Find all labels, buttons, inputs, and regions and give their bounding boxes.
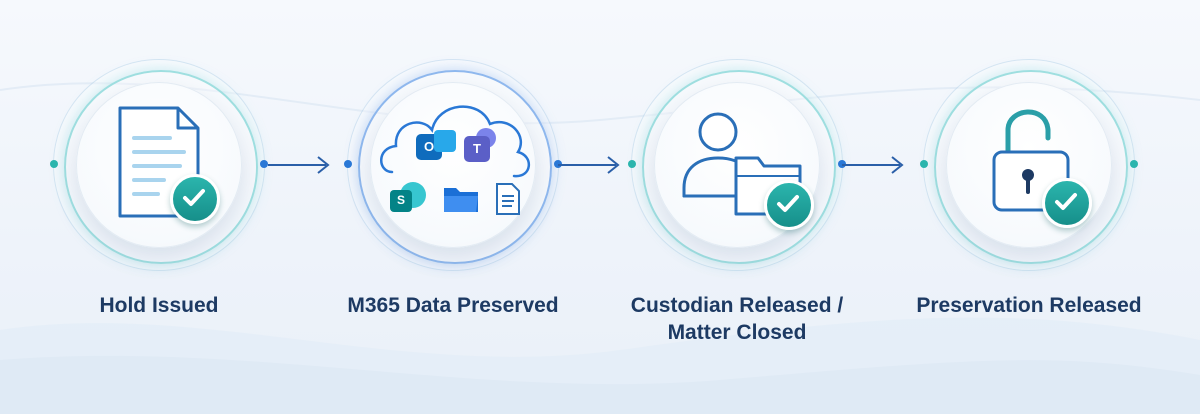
step-ring [358, 70, 552, 264]
step-preservation-released [920, 60, 1138, 270]
cloud-icon [380, 105, 530, 178]
label-text-line2: Matter Closed [667, 321, 807, 344]
arrow-connector [558, 156, 620, 174]
arrow-connector [268, 156, 330, 174]
connector-node-right [260, 160, 268, 168]
step-circle [370, 82, 536, 248]
check-badge-icon [1042, 178, 1092, 228]
connector-node-left [50, 160, 58, 168]
check-badge-icon [170, 174, 220, 224]
folder-icon [444, 188, 478, 212]
step-custodian-released [628, 60, 846, 270]
label-text: M365 Data Preserved [347, 294, 559, 317]
connector-node-left [920, 160, 928, 168]
step-label-custodian-released: Custodian Released / Matter Closed [607, 292, 867, 346]
step-ring [64, 70, 258, 264]
label-text: Preservation Released [916, 294, 1142, 317]
sharepoint-icon: S [390, 190, 412, 212]
outlook-envelope-icon [434, 130, 456, 152]
label-text-line1: Custodian Released / [630, 294, 844, 317]
step-ring [934, 70, 1128, 264]
teams-icon: T [464, 136, 490, 162]
arrow-connector [842, 156, 904, 174]
connector-node-left [344, 160, 352, 168]
custodian-person-icon [682, 112, 802, 216]
check-badge-icon [764, 180, 814, 230]
connector-node-right [1130, 160, 1138, 168]
step-m365-preserved: O T S [344, 60, 562, 270]
unlocked-padlock-icon [992, 109, 1070, 212]
connector-node-left [628, 160, 636, 168]
label-text: Hold Issued [99, 294, 219, 317]
step-label-preservation-released: Preservation Released [899, 292, 1159, 319]
step-label-hold-issued: Hold Issued [29, 292, 289, 319]
step-label-m365-preserved: M365 Data Preserved [323, 292, 583, 319]
step-ring [642, 70, 836, 264]
file-icon [496, 183, 520, 215]
step-hold-issued [50, 60, 268, 270]
document-icon [118, 106, 200, 218]
